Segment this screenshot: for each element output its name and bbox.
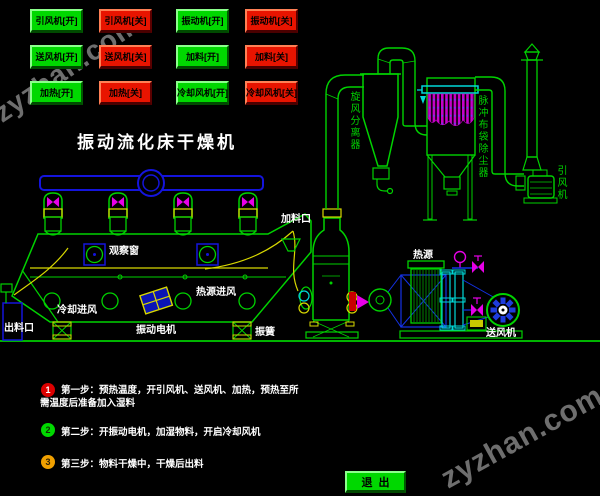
induced-fan-off-button[interactable]: 引风机[关] xyxy=(99,9,152,33)
suspension-frame xyxy=(39,169,264,236)
exhaust-stack xyxy=(521,43,543,171)
bag-dust-collector-label: 脉冲布袋除尘器 xyxy=(476,95,487,179)
supply-fan-on-button[interactable]: 送风机[开] xyxy=(30,45,83,69)
observation-window-label: 观察窗 xyxy=(109,246,139,257)
vibrator-on-button[interactable]: 振动机[开] xyxy=(176,9,229,33)
discharge-chute xyxy=(0,283,23,341)
cyclone-to-filter-pipe xyxy=(377,47,428,136)
cyclone-separator-shape xyxy=(360,73,401,195)
induced-draft-fan-shape xyxy=(523,169,558,204)
feed-on-button[interactable]: 加料[开] xyxy=(176,45,229,69)
heat-exchanger xyxy=(399,260,523,339)
supply-fan-shape xyxy=(486,293,520,327)
heating-off-button[interactable]: 加热[关] xyxy=(99,81,152,105)
induced-draft-fan-label: 引风机 xyxy=(555,165,566,201)
blower-inlet xyxy=(349,274,402,328)
supply-fan-label: 送风机 xyxy=(486,328,516,339)
feed-port-label: 加料口 xyxy=(281,214,311,225)
page-title: 振动流化床干燥机 xyxy=(77,133,237,152)
valves-and-gauge xyxy=(452,250,487,331)
cooling-air-inlet-label: 冷却进风 xyxy=(57,305,97,316)
cooling-fan-on-button[interactable]: 冷却风机[开] xyxy=(176,81,229,105)
cyclone-separator-label: 旋风分离器 xyxy=(348,91,359,151)
exit-button[interactable]: 退出 xyxy=(345,471,406,493)
step-3-text: 第三步：物料干燥中，干燥后出料 xyxy=(61,459,204,470)
vibration-spring-label: 振簧 xyxy=(255,327,275,338)
step-2-badge: 2 xyxy=(41,423,55,437)
step-3-badge: 3 xyxy=(41,455,55,469)
cooling-fan-off-button[interactable]: 冷却风机[关] xyxy=(245,81,298,105)
riser-pipe xyxy=(325,74,364,209)
vibration-motor-label: 振动电机 xyxy=(136,325,176,336)
wet-scrubber xyxy=(298,208,359,339)
filter-outlet-duct xyxy=(475,76,526,191)
bottom-border xyxy=(0,496,600,500)
feed-off-button[interactable]: 加料[关] xyxy=(245,45,298,69)
discharge-port-label: 出料口 xyxy=(4,323,34,334)
step-1-text: 第一步：预热温度，开引风机、送风机、加热，预热至所需温度后准备加入湿料 xyxy=(40,385,299,409)
heat-source-label: 热源 xyxy=(413,250,433,261)
step-1-badge: 1 xyxy=(41,383,55,397)
step-2-text: 第二步：开振动电机，加湿物料，开启冷却风机 xyxy=(61,427,261,438)
heat-air-inlet-label: 热源进风 xyxy=(196,287,236,298)
supply-fan-off-button[interactable]: 送风机[关] xyxy=(99,45,152,69)
bag-filter xyxy=(417,77,479,221)
dryer-body xyxy=(11,213,313,340)
heating-on-button[interactable]: 加热[开] xyxy=(30,81,83,105)
induced-fan-on-button[interactable]: 引风机[开] xyxy=(30,9,83,33)
vibrator-off-button[interactable]: 振动机[关] xyxy=(245,9,298,33)
